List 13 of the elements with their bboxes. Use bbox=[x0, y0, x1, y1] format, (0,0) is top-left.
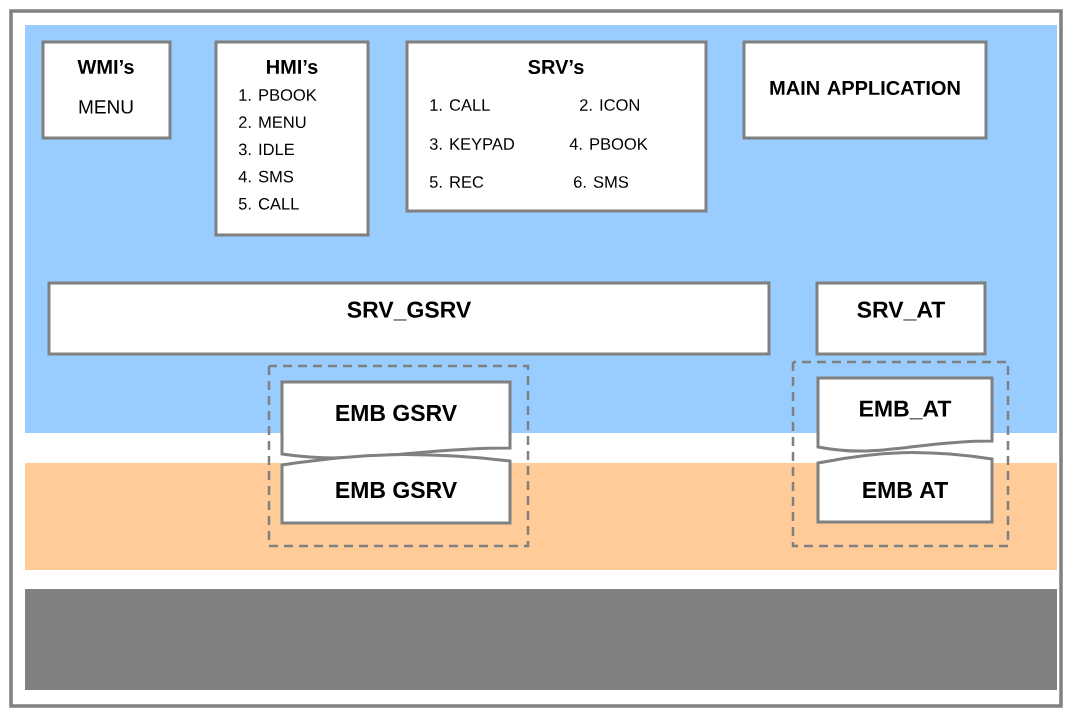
module-box: MAIN APPLICATION bbox=[742, 40, 988, 140]
torn-box: EMB AT bbox=[816, 451, 994, 524]
module-box: SRV’s 1. CALL 2. ICON 3. KEYPAD 4. PBOOK 5. REC 6. SMS bbox=[405, 40, 708, 213]
torn-box: EMB GSRV bbox=[280, 380, 512, 460]
torn-box: EMB_AT bbox=[816, 376, 994, 453]
module-box: WMI’s MENU bbox=[41, 40, 172, 140]
module-box: SRV_AT bbox=[815, 281, 987, 356]
dashed-group-box bbox=[267, 364, 530, 548]
os-bar bbox=[25, 589, 1057, 690]
module-box: HMI’s 1. PBOOK 2. MENU 3. IDLE 4. SMS 5. CALL bbox=[214, 40, 370, 237]
module-box: SRV_GSRV bbox=[47, 281, 771, 356]
torn-box: EMB GSRV bbox=[280, 453, 512, 525]
dashed-group-box bbox=[791, 360, 1010, 548]
